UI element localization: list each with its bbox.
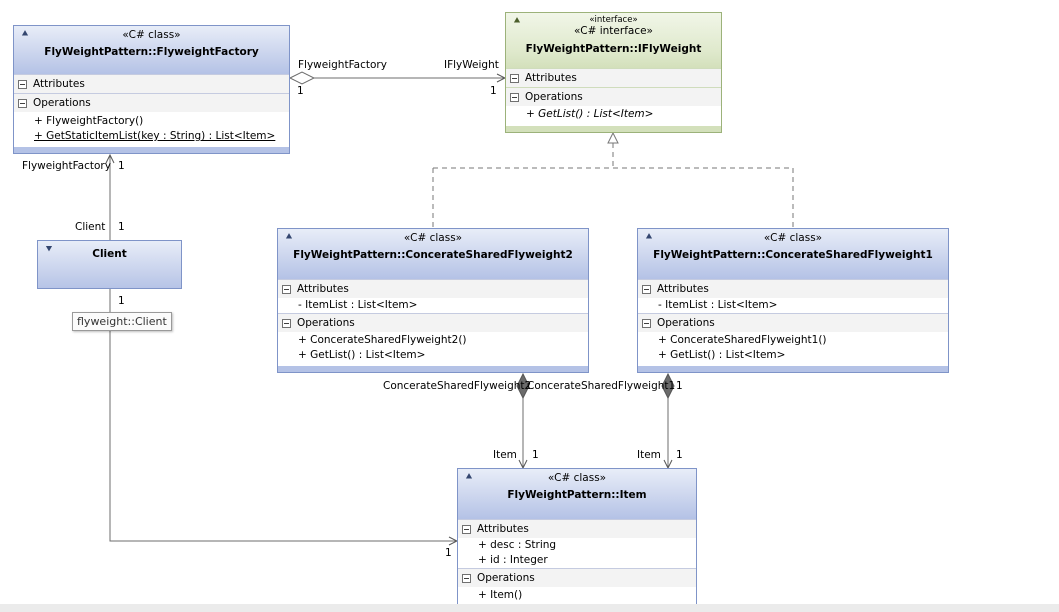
class-name: FlyWeightPattern::ConcerateSharedFlyweig… xyxy=(293,249,573,261)
concerate-shared-flyweight1-class[interactable]: ⯅ «C# class» FlyWeightPattern::Concerate… xyxy=(637,228,949,373)
minus-icon[interactable] xyxy=(510,73,519,83)
minus-icon[interactable] xyxy=(642,284,651,294)
multiplicity-label: 1 xyxy=(445,547,452,559)
collapse-up-icon[interactable]: ⯅ xyxy=(285,232,293,243)
collapse-up-icon[interactable]: ⯅ xyxy=(21,29,29,40)
class-header: ⯅ «C# class» FlyWeightPattern::Concerate… xyxy=(638,229,948,279)
minus-icon[interactable] xyxy=(18,98,27,108)
minus-icon[interactable] xyxy=(462,573,471,583)
operations-section[interactable]: Operations xyxy=(638,313,948,332)
bottom-strip xyxy=(0,604,1059,612)
operation-item[interactable]: + Item() xyxy=(458,587,696,603)
class-header: ⯅ «C# class» FlyWeightPattern::Flyweight… xyxy=(14,26,289,74)
aggregation-diamond xyxy=(288,71,316,85)
attributes-section[interactable]: Attributes xyxy=(458,519,696,538)
minus-icon[interactable] xyxy=(462,524,471,534)
class-name: FlyWeightPattern::FlyweightFactory xyxy=(44,46,259,58)
class-footer xyxy=(278,366,588,372)
role-label: Item xyxy=(493,449,517,461)
operation-item[interactable]: + GetList() : List<Item> xyxy=(638,348,948,363)
expand-down-icon[interactable]: ⯆ xyxy=(45,244,53,255)
operations-section[interactable]: Operations xyxy=(14,93,289,112)
class-name: FlyWeightPattern::Item xyxy=(507,489,647,501)
shared1-item-composition xyxy=(661,372,675,468)
attribute-item[interactable]: - ItemList : List<Item> xyxy=(278,298,588,313)
collapse-up-icon[interactable]: ⯅ xyxy=(645,232,653,243)
class-footer xyxy=(638,366,948,372)
attributes-section[interactable]: Attributes xyxy=(278,279,588,298)
class-name: Client xyxy=(92,248,127,260)
class-header: ⯅ «C# class» FlyWeightPattern::Concerate… xyxy=(278,229,588,279)
operation-item[interactable]: + GetStaticItemList(key : String) : List… xyxy=(14,129,289,144)
minus-icon[interactable] xyxy=(282,284,291,294)
collapse-up-icon[interactable]: ⯅ xyxy=(465,472,473,483)
class-name: FlyWeightPattern::IFlyWeight xyxy=(525,43,702,55)
role-label: Item xyxy=(637,449,661,461)
multiplicity-label: 1 xyxy=(676,380,683,392)
class-footer xyxy=(14,147,289,153)
stereotype: «C# class» xyxy=(403,232,463,244)
minus-icon[interactable] xyxy=(18,79,27,89)
multiplicity-label: 1 xyxy=(297,85,304,97)
operation-item[interactable]: + ConcerateSharedFlyweight1() xyxy=(638,332,948,348)
operations-section[interactable]: Operations xyxy=(506,87,721,106)
concerate-shared-flyweight2-class[interactable]: ⯅ «C# class» FlyWeightPattern::Concerate… xyxy=(277,228,589,373)
class-header: ⯆ Client xyxy=(38,241,181,288)
operations-section[interactable]: Operations xyxy=(278,313,588,332)
factory-iflyweight-association xyxy=(288,71,505,85)
operation-item[interactable]: + GetList() : List<Item> xyxy=(506,106,721,122)
attributes-section[interactable]: Attributes xyxy=(506,68,721,87)
minus-icon[interactable] xyxy=(642,318,651,328)
minus-icon[interactable] xyxy=(510,92,519,102)
multiplicity-label: 1 xyxy=(118,221,125,233)
operation-item[interactable]: + GetList() : List<Item> xyxy=(278,348,588,363)
attributes-section[interactable]: Attributes xyxy=(638,279,948,298)
role-label: IFlyWeight xyxy=(444,59,499,71)
shared2-item-composition xyxy=(516,372,530,468)
collapse-up-icon[interactable]: ⯅ xyxy=(513,16,521,27)
multiplicity-label: 1 xyxy=(118,160,125,172)
client-item-association xyxy=(109,289,457,541)
operation-item[interactable]: + ConcerateSharedFlyweight2() xyxy=(278,332,588,348)
multiplicity-label: 1 xyxy=(490,85,497,97)
stereotype: «interface» xyxy=(589,15,638,25)
class-footer xyxy=(506,126,721,132)
stereotype: «C# interface» xyxy=(574,25,653,37)
flyweight-factory-class[interactable]: ⯅ «C# class» FlyWeightPattern::Flyweight… xyxy=(13,25,290,154)
stereotype: «C# class» xyxy=(122,29,181,41)
client-tooltip: flyweight::Client xyxy=(72,312,172,331)
stereotype: «C# class» xyxy=(763,232,823,244)
multiplicity-label: 1 xyxy=(676,449,683,461)
class-header: ⯅ «C# class» FlyWeightPattern::Item xyxy=(458,469,696,519)
role-label: FlyweightFactory xyxy=(22,160,111,172)
class-name: FlyWeightPattern::ConcerateSharedFlyweig… xyxy=(653,249,933,261)
attributes-section[interactable]: Attributes xyxy=(14,74,289,93)
multiplicity-label: 1 xyxy=(532,449,539,461)
operation-item[interactable]: + FlyweightFactory() xyxy=(14,112,289,129)
role-label: ConcerateSharedFlyweight1 xyxy=(527,380,676,392)
role-label: ConcerateSharedFlyweight2 xyxy=(383,380,532,392)
minus-icon[interactable] xyxy=(282,318,291,328)
attribute-item[interactable]: + desc : String xyxy=(458,538,696,553)
role-label: Client xyxy=(75,221,106,233)
role-label: FlyweightFactory xyxy=(298,59,387,71)
attribute-item[interactable]: + id : Integer xyxy=(458,553,696,568)
realization-triangle xyxy=(607,131,619,144)
item-class[interactable]: ⯅ «C# class» FlyWeightPattern::Item Attr… xyxy=(457,468,697,612)
attribute-item[interactable]: - ItemList : List<Item> xyxy=(638,298,948,313)
stereotype: «C# class» xyxy=(547,472,607,484)
client-class[interactable]: ⯆ Client xyxy=(37,240,182,289)
multiplicity-label: 1 xyxy=(118,295,125,307)
realization-lines xyxy=(432,131,794,229)
class-header: ⯅ «interface» «C# interface» FlyWeightPa… xyxy=(506,13,721,68)
iflyweight-interface[interactable]: ⯅ «interface» «C# interface» FlyWeightPa… xyxy=(505,12,722,133)
operations-section[interactable]: Operations xyxy=(458,568,696,587)
